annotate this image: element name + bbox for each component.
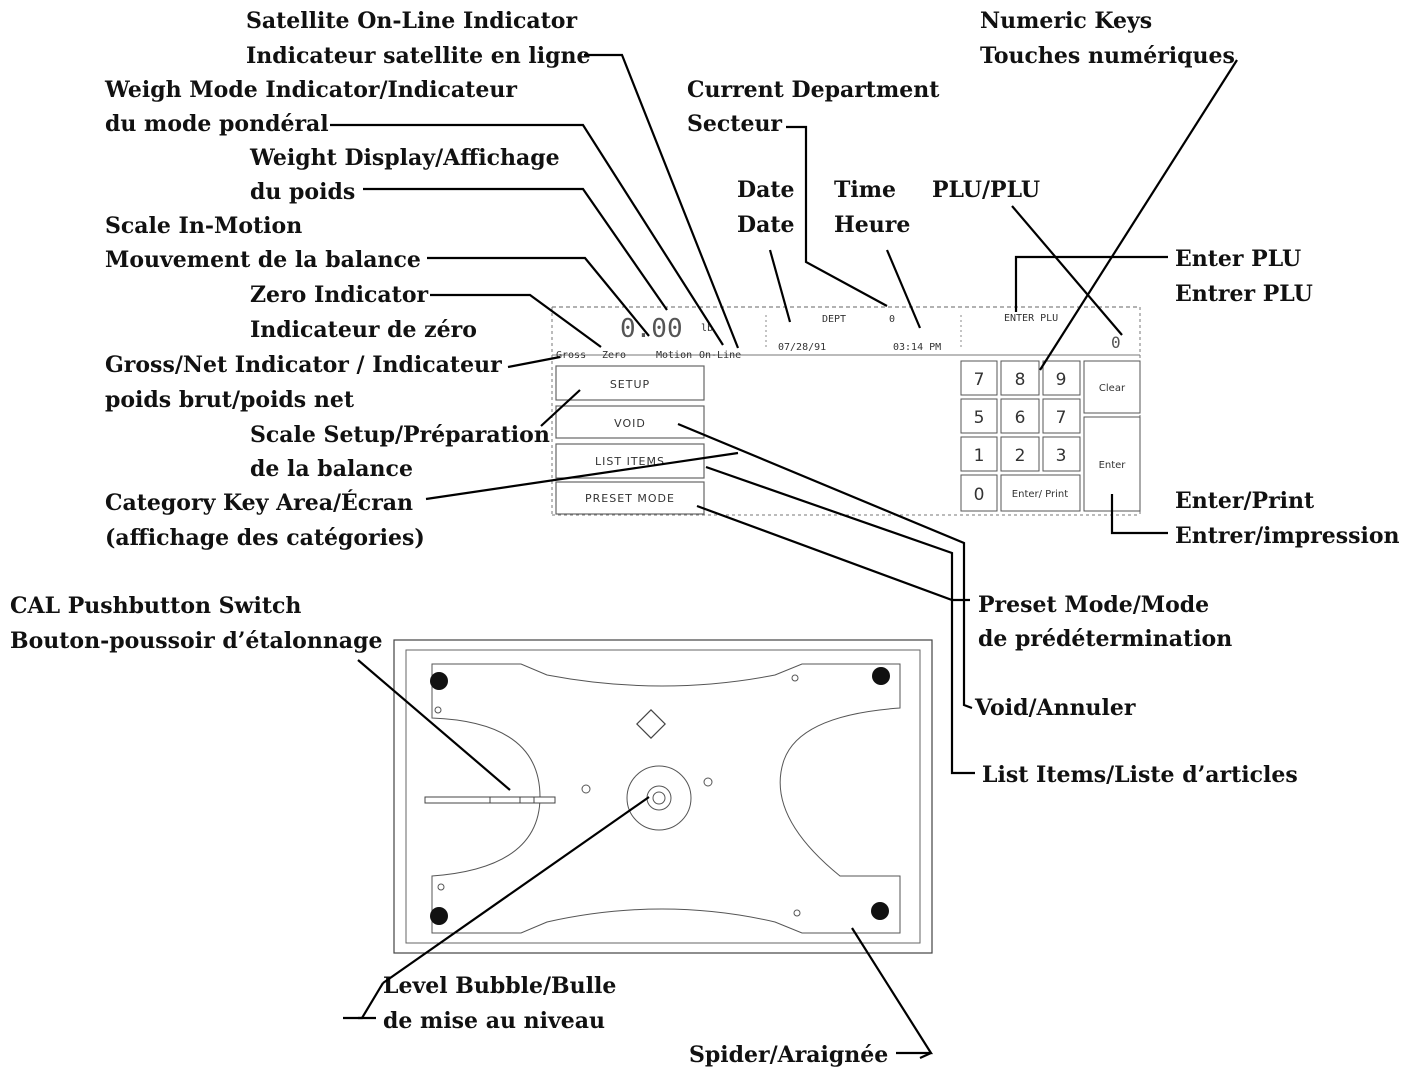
- label-in-motion-en: Scale In-Motion: [105, 213, 302, 239]
- foot-bottom-right: [871, 902, 889, 920]
- key-6[interactable]: [1000, 398, 1040, 434]
- label-weight-display-fr: du poids: [250, 179, 355, 205]
- key-7-label: 7: [974, 370, 985, 390]
- label-weigh-mode-en: Weigh Mode Indicator/Indicateur: [104, 77, 517, 103]
- time-value: 03:14 PM: [893, 342, 941, 353]
- label-enter-print-en: Enter/Print: [1175, 488, 1315, 514]
- key-0[interactable]: [960, 474, 998, 512]
- enter-print-key-label: Enter/ Print: [1012, 489, 1068, 500]
- key-5[interactable]: [960, 398, 998, 434]
- status-zero: Zero: [602, 350, 626, 361]
- label-cal-en: CAL Pushbutton Switch: [10, 593, 301, 619]
- label-scale-setup-fr: de la balance: [250, 456, 413, 482]
- label-satellite-fr: Indicateur satellite en ligne: [246, 43, 591, 69]
- label-category-en: Category Key Area/Écran: [105, 489, 413, 516]
- label-satellite-en: Satellite On-Line Indicator: [246, 8, 577, 34]
- preset-mode-key-label: PRESET MODE: [585, 492, 675, 505]
- status-motion: Motion: [656, 350, 692, 361]
- label-preset-en: Preset Mode/Mode: [978, 592, 1209, 618]
- key-7[interactable]: [960, 360, 998, 396]
- key-5-label: 5: [974, 408, 985, 428]
- key-8-label: 8: [1015, 370, 1026, 390]
- label-gross-net-fr: poids brut/poids net: [105, 387, 355, 413]
- preset-mode-key[interactable]: [555, 481, 705, 515]
- label-weigh-mode-fr: du mode pondéral: [105, 111, 329, 137]
- terminal-screen: 0.00 lb Gross Zero Motion On-Line 07/28/…: [551, 306, 1141, 516]
- key-6-label: 6: [1015, 408, 1026, 428]
- key-3[interactable]: [1042, 436, 1081, 472]
- key-7b[interactable]: [1042, 398, 1081, 434]
- category-key-area: SETUP VOID LIST ITEMS PRESET MODE: [555, 365, 705, 515]
- key-0-label: 0: [974, 485, 985, 505]
- label-list-items: List Items/Liste d’articles: [982, 762, 1298, 788]
- clear-key-label: Clear: [1099, 383, 1126, 394]
- void-key[interactable]: [555, 405, 705, 439]
- plu-value: 0: [1111, 333, 1121, 352]
- weight-unit: lb: [701, 323, 713, 334]
- clear-key[interactable]: [1083, 360, 1141, 414]
- foot-bottom-left: [430, 907, 448, 925]
- status-gross: Gross: [556, 350, 586, 361]
- enter-print-key[interactable]: [1000, 474, 1081, 512]
- label-numeric-keys-fr: Touches numériques: [980, 43, 1235, 69]
- dept-value: 0: [889, 314, 895, 325]
- label-zero-en: Zero Indicator: [250, 282, 428, 308]
- label-enter-print-fr: Entrer/impression: [1175, 523, 1400, 549]
- enter-plu-prompt: ENTER PLU: [1004, 313, 1058, 324]
- label-dept-fr: Secteur: [687, 111, 782, 137]
- foot-top-right: [872, 667, 890, 685]
- key-8[interactable]: [1000, 360, 1040, 396]
- label-time-fr: Heure: [834, 212, 910, 238]
- label-time-en: Time: [834, 177, 896, 203]
- label-gross-net-en: Gross/Net Indicator / Indicateur: [105, 352, 502, 378]
- label-enter-plu-fr: Entrer PLU: [1175, 281, 1313, 307]
- callout-labels: Satellite On-Line Indicator Indicateur s…: [10, 8, 1400, 1068]
- date-value: 07/28/91: [778, 342, 826, 353]
- dept-label: DEPT: [822, 314, 846, 325]
- leader-lines: [330, 53, 1238, 775]
- label-spider: Spider/Araignée: [689, 1042, 888, 1068]
- label-category-fr: (affichage des catégories): [105, 525, 425, 551]
- label-date-fr: Date: [737, 212, 795, 238]
- key-1-label: 1: [974, 446, 985, 466]
- spider-plate: [431, 663, 901, 934]
- label-numeric-keys-en: Numeric Keys: [980, 8, 1152, 34]
- leader-lines-lower: [343, 659, 933, 1060]
- label-level-bubble-fr: de mise au niveau: [383, 1008, 605, 1034]
- label-in-motion-fr: Mouvement de la balance: [105, 247, 421, 273]
- scale-base: [393, 639, 933, 954]
- status-online: On-Line: [699, 350, 741, 361]
- foot-top-left: [430, 672, 448, 690]
- label-date-en: Date: [737, 177, 795, 203]
- void-key-label: VOID: [614, 417, 646, 430]
- numeric-keypad: 7 8 9 5 6 7 1 2 3 0 Enter/ Print Clear E: [960, 360, 1141, 512]
- label-dept-en: Current Department: [687, 77, 940, 103]
- weight-display: 0.00: [620, 314, 683, 344]
- enter-key-label: Enter: [1099, 460, 1127, 471]
- list-items-key-label: LIST ITEMS: [595, 455, 665, 468]
- label-scale-setup-en: Scale Setup/Préparation: [250, 422, 550, 448]
- key-9[interactable]: [1042, 360, 1081, 396]
- label-enter-plu-en: Enter PLU: [1175, 246, 1301, 272]
- key-1[interactable]: [960, 436, 998, 472]
- key-7b-label: 7: [1056, 408, 1067, 428]
- key-9-label: 9: [1056, 370, 1067, 390]
- label-weight-display-en: Weight Display/Affichage: [249, 145, 560, 171]
- label-void: Void/Annuler: [974, 695, 1136, 721]
- label-plu: PLU/PLU: [932, 177, 1040, 203]
- key-2[interactable]: [1000, 436, 1040, 472]
- label-zero-fr: Indicateur de zéro: [250, 317, 477, 343]
- setup-key-label: SETUP: [610, 378, 650, 391]
- label-cal-fr: Bouton-poussoir d’étalonnage: [10, 628, 382, 654]
- key-2-label: 2: [1015, 446, 1026, 466]
- label-level-bubble-en: Level Bubble/Bulle: [383, 973, 616, 999]
- label-preset-fr: de prédétermination: [978, 626, 1232, 652]
- key-3-label: 3: [1056, 446, 1067, 466]
- setup-key[interactable]: [555, 365, 705, 401]
